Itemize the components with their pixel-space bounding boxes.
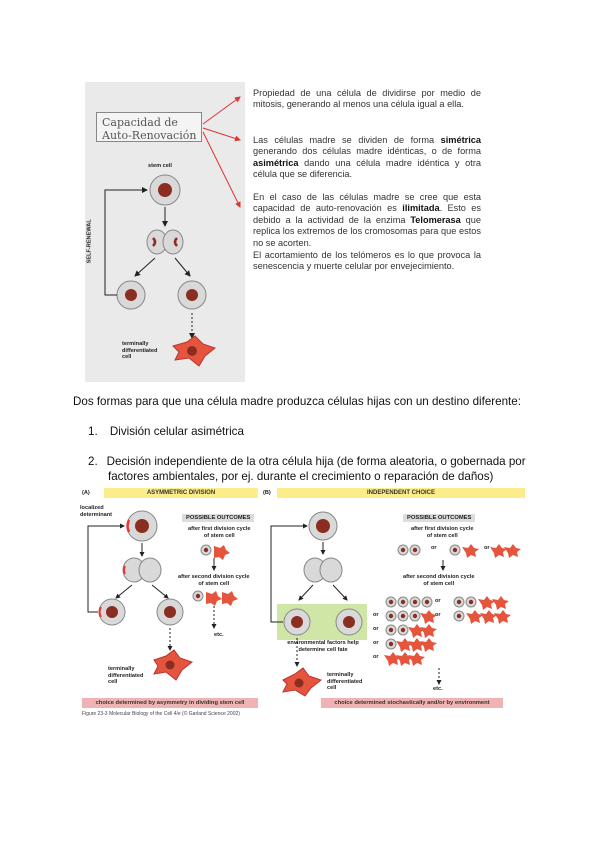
panel-a-tag: (A) xyxy=(82,490,90,496)
p3-a: En el caso de las células madre se cree … xyxy=(253,192,481,214)
panel-b-diagram xyxy=(270,511,521,697)
panel-a-footer: choice determined by asymmetry in dividi… xyxy=(82,698,258,708)
b-after-second-2: of stem cell xyxy=(423,580,455,587)
red-arrows xyxy=(202,96,241,208)
a-term-2: differentiated xyxy=(108,672,144,679)
panel-b-or-4: or xyxy=(373,612,379,618)
terminal-line1: terminally xyxy=(122,341,149,347)
panel-a-possible-outcomes: POSSIBLE OUTCOMES xyxy=(182,514,255,522)
b-after-first-2: of stem cell xyxy=(426,532,458,539)
list-item-1: 1. División celular asimétrica xyxy=(88,424,244,439)
intro-text: Dos formas para que una célula madre pro… xyxy=(73,395,521,408)
panel-b-env: environmental factors help determine cel… xyxy=(273,640,373,653)
list-num-2: 2. xyxy=(88,455,98,468)
localized-line1: localized xyxy=(80,505,104,511)
p2-d: dando una célula madre idéntica y otra c… xyxy=(253,157,481,180)
panel-b-footer: choice determined stochastically and/or … xyxy=(321,698,503,708)
terminally-label: terminally differentiated cell xyxy=(122,341,157,361)
a-after-second-2: of stem cell xyxy=(198,580,230,587)
a-after-first-2: of stem cell xyxy=(203,532,235,539)
panel-b-possible-outcomes: POSSIBLE OUTCOMES xyxy=(403,514,476,522)
panel-b-etc: etc. xyxy=(433,686,443,692)
p3-bold-2: Telomerasa xyxy=(410,214,461,225)
p2-a: Las células madre se dividen de forma xyxy=(253,135,441,145)
panel-a-etc: etc. xyxy=(214,632,224,638)
panel-a: (A) ASYMMETRIC DIVISION localized determ… xyxy=(80,488,258,708)
figure-caption: Figure 23-3 Molecular Biology of the Cel… xyxy=(82,711,240,717)
b-term-3: cell xyxy=(327,685,337,692)
panel-b-or-7: or xyxy=(373,640,379,646)
terminal-line3: cell xyxy=(122,354,132,361)
a-term-3: cell xyxy=(108,679,118,686)
paragraph-telomeres: El acortamiento de los telómeros es lo q… xyxy=(253,250,481,272)
env-line2: determine cell fate xyxy=(298,646,348,653)
list-text-1: División celular asimétrica xyxy=(109,425,244,438)
capacidad-line2: Auto-Renovación xyxy=(102,129,197,142)
panel-b: (B) INDEPENDENT CHOICE POSSIBLE OUTCOMES… xyxy=(263,488,525,708)
list-item-2: 2. Decisión independiente de la otra célu… xyxy=(88,454,528,484)
p2-bold-2: asimétrica xyxy=(253,157,299,168)
localized-label: localized determinant xyxy=(80,505,112,518)
panel-b-or-1: or xyxy=(431,545,437,551)
panel-a-after-second: after second division cycle of stem cell xyxy=(178,574,250,587)
b-term-1: terminally xyxy=(327,672,354,678)
p2-c: generando dos células madre idénticas, o… xyxy=(253,146,481,157)
panel-a-terminally: terminally differentiated cell xyxy=(108,666,143,686)
env-line1: environmental factors help xyxy=(287,640,359,646)
self-renewal-diagram xyxy=(104,174,217,367)
paragraph-division: Las células madre se dividen de forma si… xyxy=(253,135,481,181)
localized-line2: determinant xyxy=(80,511,113,518)
panel-a-diagram xyxy=(87,510,238,681)
panel-b-terminally: terminally differentiated cell xyxy=(327,672,362,692)
a-term-1: terminally xyxy=(108,666,135,672)
terminal-line2: differentiated xyxy=(122,347,158,354)
panel-b-or-5: or xyxy=(435,612,441,618)
capacidad-label: Capacidad de Auto-Renovación xyxy=(96,112,202,142)
b-after-second-1: after second division cycle xyxy=(403,574,475,580)
panel-b-or-3: or xyxy=(435,598,441,604)
panel-b-after-second: after second division cycle of stem cell xyxy=(403,574,475,587)
a-after-second-1: after second division cycle xyxy=(178,574,250,580)
panel-b-tag: (B) xyxy=(263,490,271,496)
a-after-first-1: after first division cycle xyxy=(188,526,251,532)
list-num-1: 1. xyxy=(88,425,98,438)
p3-c: . Esto es debido a la actividad de la en… xyxy=(253,203,481,225)
panel-a-banner: ASYMMETRIC DIVISION xyxy=(104,488,258,498)
p3-d: que replica los extremos de los cromosom… xyxy=(253,214,481,248)
panel-b-or-8: or xyxy=(373,654,379,660)
self-renewal-label: SELF-RENEWAL xyxy=(86,219,93,264)
paragraph-telomerase: En el caso de las células madre se cree … xyxy=(253,192,481,249)
list-text-2a: Decisión independiente de la otra célula… xyxy=(106,455,526,468)
list-text-2b: factores ambientales, por ej. durante el… xyxy=(108,470,494,483)
p3-bold-1: ilimitada xyxy=(402,203,440,214)
panel-b-after-first: after first division cycle of stem cell xyxy=(411,526,474,539)
capacidad-line1: Capacidad de xyxy=(102,116,178,129)
panel-a-after-first: after first division cycle of stem cell xyxy=(188,526,251,539)
panel-b-banner: INDEPENDENT CHOICE xyxy=(277,488,525,498)
paragraph-definition: Propiedad de una célula de dividirse por… xyxy=(253,88,481,110)
panel-b-or-6: or xyxy=(373,626,379,632)
b-after-first-1: after first division cycle xyxy=(411,526,474,532)
b-term-2: differentiated xyxy=(327,678,363,685)
p2-bold-1: simétrica xyxy=(440,135,481,145)
panel-b-or-2: or xyxy=(484,545,490,551)
stem-cell-label: stem cell xyxy=(148,163,172,169)
